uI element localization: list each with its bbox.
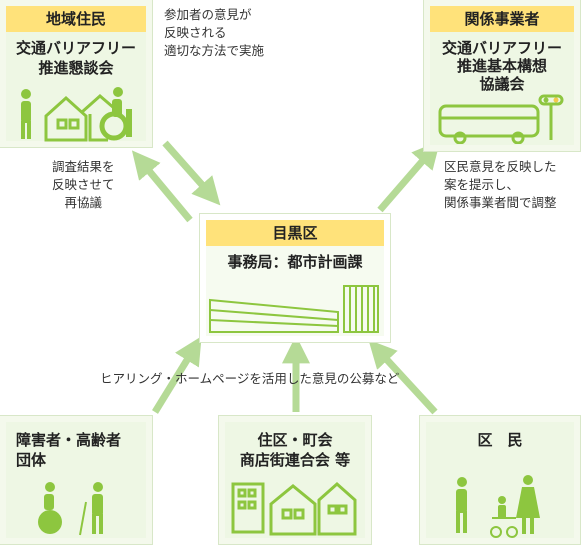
box-disabled-line2: 団体 bbox=[16, 451, 47, 469]
note-hearing: ヒアリング・ホームページを活用した意見の公募など bbox=[100, 371, 400, 386]
box-residents-header: 地域住民 bbox=[6, 6, 146, 32]
community-illustration bbox=[231, 481, 357, 536]
child-icon bbox=[498, 496, 506, 504]
box-community-line1: 住区・町会 bbox=[257, 431, 333, 449]
box-community-line2: 商店街連合会 等 bbox=[239, 451, 351, 469]
note-survey: 調査結果を 反映させて 再協議 bbox=[52, 159, 115, 210]
bus-icon bbox=[438, 104, 540, 138]
arrow-meguro-to-residents bbox=[131, 150, 193, 223]
wheelchair-icon bbox=[45, 482, 55, 492]
box-community: 住区・町会 商店街連合会 等 bbox=[219, 416, 371, 544]
box-operators-line1: 交通バリアフリー bbox=[441, 39, 562, 57]
box-residents: 地域住民 交通バリアフリー 推進懇談会 bbox=[0, 0, 152, 147]
building-icon bbox=[209, 285, 379, 333]
arrow-residents-to-meguro bbox=[162, 140, 221, 206]
traffic-light-icon bbox=[538, 94, 564, 106]
box-operators-header: 関係事業者 bbox=[430, 6, 574, 32]
box-disabled-elderly: 障害者・高齢者 団体 bbox=[0, 416, 152, 544]
box-residents-line2: 推進懇談会 bbox=[38, 59, 114, 77]
person-icon bbox=[457, 477, 467, 487]
citizens-illustration bbox=[456, 475, 540, 538]
box-disabled-line1: 障害者・高齢者 bbox=[16, 431, 122, 449]
note-reflect: 参加者の意見が 反映される 適切な方法で実施 bbox=[164, 7, 265, 58]
house-icon bbox=[44, 94, 115, 142]
arrow-meguro-to-operators bbox=[377, 140, 441, 213]
bus-illustration bbox=[438, 94, 564, 144]
note-proposal: 区民意見を反映した 案を提示し、 関係事業者間で調整 bbox=[444, 159, 557, 210]
box-meguro-header: 目黒区 bbox=[206, 220, 384, 246]
box-citizens: 区 民 bbox=[420, 416, 580, 544]
wheelchair-icon bbox=[113, 87, 123, 97]
arrow-citizens-to-meguro bbox=[368, 339, 438, 415]
residents-illustration bbox=[21, 87, 132, 142]
box-meguro-line1: 事務局：都市計画課 bbox=[227, 253, 363, 271]
parent-with-stroller-icon bbox=[523, 475, 533, 485]
house-icon bbox=[269, 484, 317, 536]
disabled-elderly-illustration bbox=[38, 482, 103, 536]
building-icon bbox=[231, 482, 265, 534]
box-operators-line3: 協議会 bbox=[479, 75, 525, 93]
house-icon-2 bbox=[317, 481, 357, 536]
box-citizens-line1: 区 民 bbox=[477, 431, 523, 449]
arrow-disabled-to-meguro bbox=[152, 336, 202, 414]
elderly-person-icon bbox=[93, 482, 103, 492]
city-hall-illustration bbox=[209, 285, 379, 333]
person-icon bbox=[21, 89, 31, 99]
box-operators-line2: 推進基本構想 bbox=[456, 57, 547, 75]
box-operators: 関係事業者 交通バリアフリー 推進基本構想 協議会 bbox=[424, 0, 580, 151]
box-meguro: 目黒区 事務局：都市計画課 bbox=[200, 214, 390, 342]
box-residents-line1: 交通バリアフリー bbox=[15, 39, 136, 57]
